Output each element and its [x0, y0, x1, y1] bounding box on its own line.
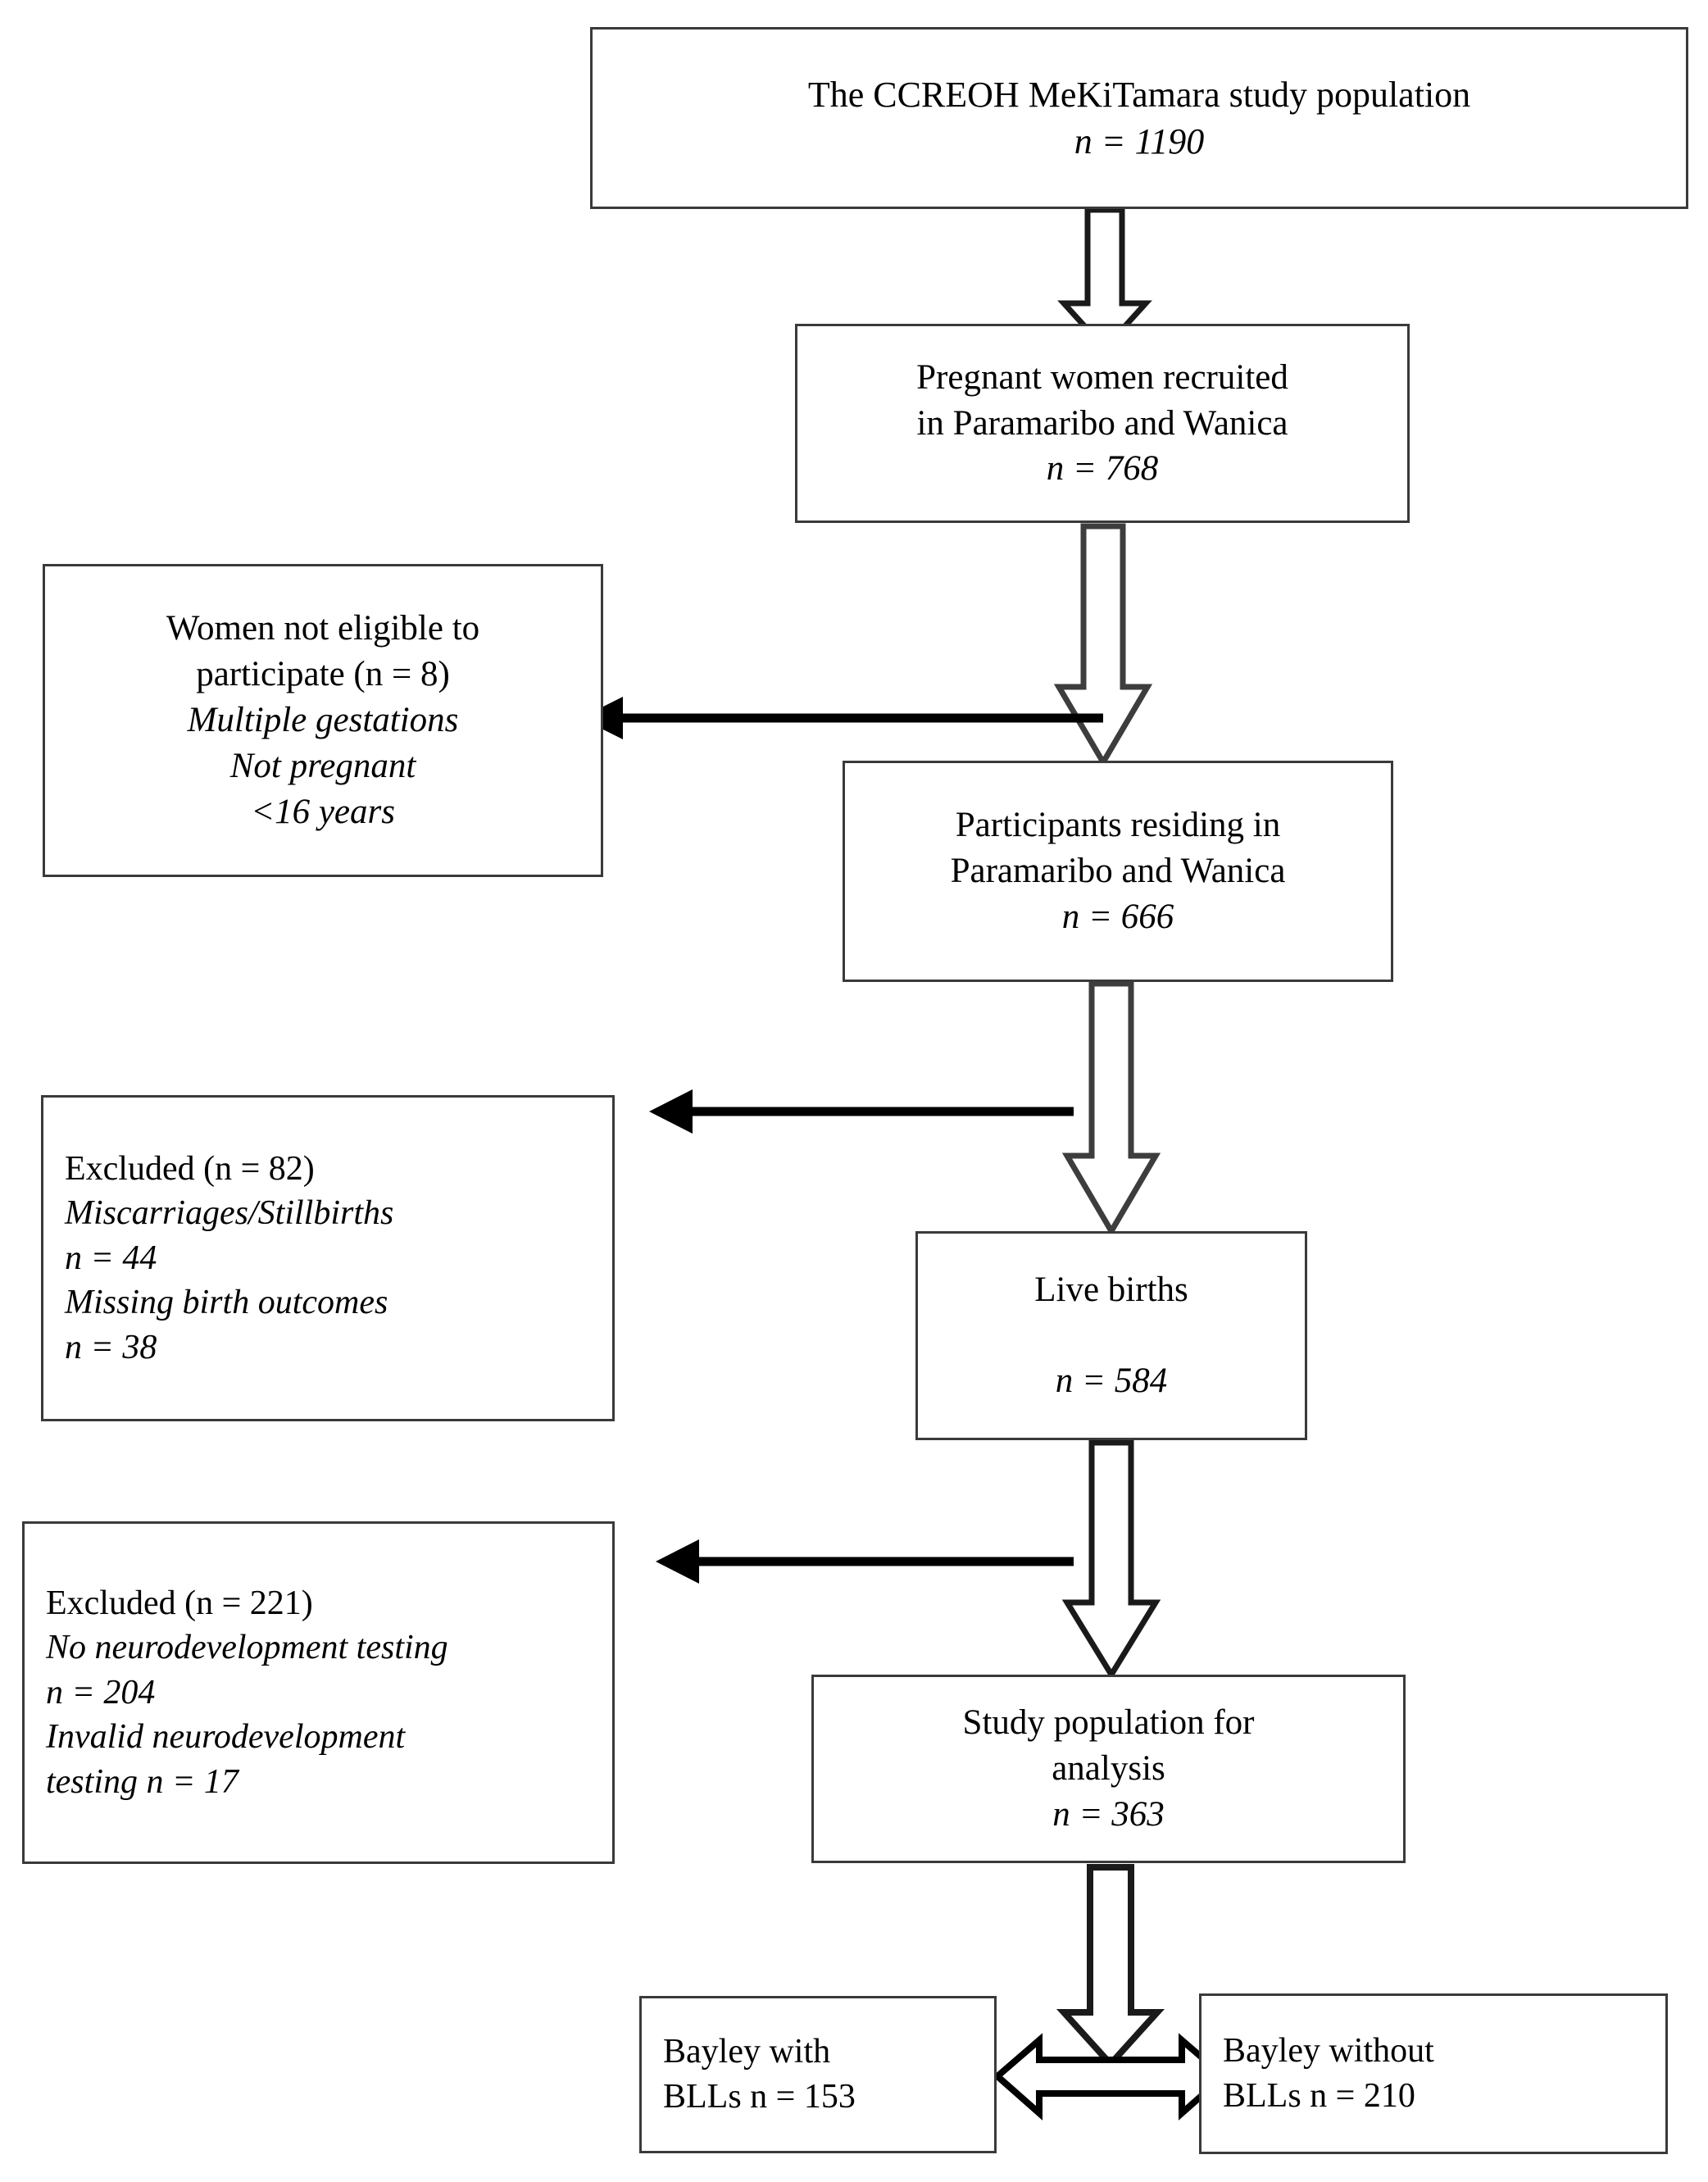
edge-livebirths-to-analysis-icon	[1061, 1439, 1161, 1680]
node-line: Women not eligible to	[166, 609, 480, 648]
edge-bayley-with-without-icon	[992, 2033, 1229, 2121]
edge-analysis-to-bayley-split-icon	[1056, 1864, 1165, 2069]
node-line-spacer	[918, 1313, 1305, 1359]
node-line: Live births	[1034, 1270, 1188, 1309]
node-pregnant-recruited: Pregnant women recruited in Paramaribo a…	[795, 324, 1410, 523]
edge-residing-to-excluded-82-icon	[649, 1089, 1074, 1134]
edge-recruited-to-not-eligible-icon	[580, 697, 1103, 739]
node-line: testing n = 17	[46, 1762, 238, 1801]
node-line-count: BLLs n = 210	[1223, 2077, 1415, 2115]
node-line: Excluded (n = 221)	[46, 1584, 313, 1622]
node-bayley-with-blls: Bayley with BLLs n = 153	[639, 1996, 997, 2153]
node-excluded-82: Excluded (n = 82) Miscarriages/Stillbirt…	[41, 1095, 615, 1421]
node-line: Paramaribo and Wanica	[950, 852, 1286, 891]
node-line: analysis	[1052, 1749, 1165, 1789]
node-line-count: n = 768	[1046, 449, 1159, 489]
node-line: Pregnant women recruited	[916, 357, 1288, 397]
node-line: Not pregnant	[229, 746, 416, 785]
node-line: in Paramaribo and Wanica	[916, 403, 1288, 443]
edge-residing-to-livebirths-icon	[1061, 980, 1161, 1237]
edge-livebirths-to-excluded-221-icon	[656, 1539, 1074, 1584]
node-line-count: BLLs n = 153	[663, 2078, 856, 2116]
node-line-count: n = 363	[1052, 1794, 1165, 1834]
node-not-eligible: Women not eligible to participate (n = 8…	[43, 564, 603, 877]
node-line: n = 44	[65, 1239, 157, 1277]
node-line-count: n = 1190	[1074, 121, 1205, 161]
node-participants-residing: Participants residing in Paramaribo and …	[843, 761, 1393, 982]
node-line-count: n = 666	[1061, 897, 1174, 936]
node-live-births: Live births n = 584	[915, 1231, 1307, 1440]
node-bayley-without-blls: Bayley without BLLs n = 210	[1199, 1993, 1668, 2154]
node-line: Multiple gestations	[187, 701, 459, 740]
node-line: No neurodevelopment testing	[46, 1629, 448, 1667]
node-line: n = 38	[65, 1328, 157, 1366]
node-line: n = 204	[46, 1673, 156, 1712]
node-analysis-population: Study population for analysis n = 363	[811, 1675, 1406, 1863]
node-line: Invalid neurodevelopment	[46, 1718, 406, 1757]
node-line: Missing birth outcomes	[65, 1284, 388, 1322]
node-line: Miscarriages/Stillbirths	[65, 1194, 394, 1233]
edge-recruited-to-residing-icon	[1053, 523, 1153, 768]
node-study-population: The CCREOH MeKiTamara study population n…	[590, 27, 1688, 209]
node-line: Study population for	[962, 1703, 1255, 1743]
node-line: Participants residing in	[955, 806, 1281, 845]
node-line: The CCREOH MeKiTamara study population	[807, 74, 1471, 115]
node-line-count: n = 584	[1055, 1361, 1168, 1401]
node-line: participate (n = 8)	[196, 655, 450, 694]
node-line: Excluded (n = 82)	[65, 1149, 315, 1188]
node-line: <16 years	[251, 792, 395, 831]
node-excluded-221: Excluded (n = 221) No neurodevelopment t…	[22, 1521, 615, 1864]
node-line: Bayley with	[663, 2033, 831, 2071]
node-line: Bayley without	[1223, 2032, 1434, 2071]
